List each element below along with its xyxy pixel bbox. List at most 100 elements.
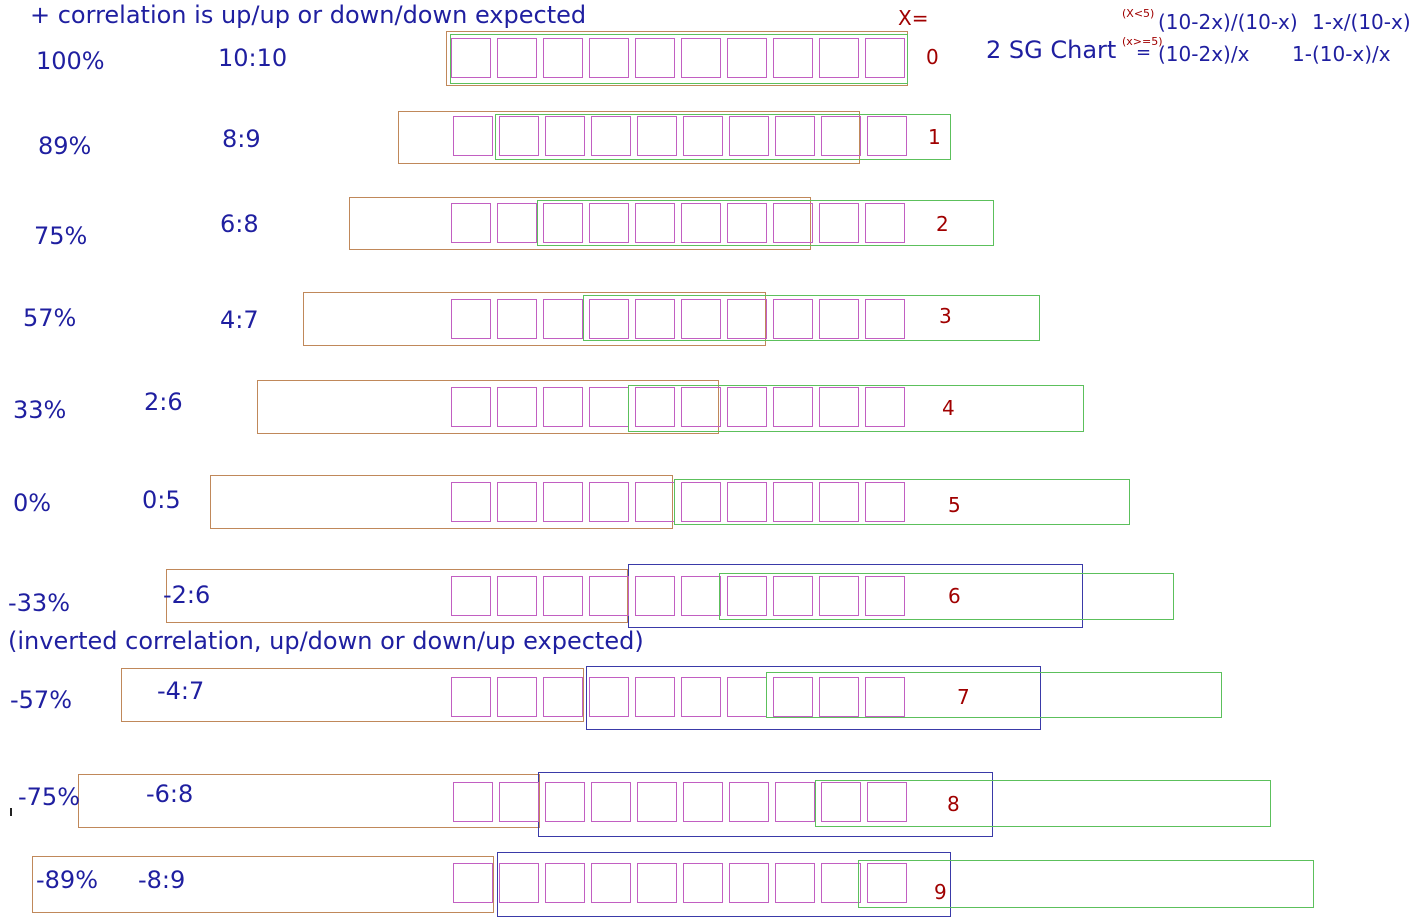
square-cell xyxy=(729,116,769,156)
square-cell xyxy=(727,38,767,78)
square-cell xyxy=(773,576,813,616)
square-cell xyxy=(683,863,723,903)
square-cell xyxy=(727,576,767,616)
square-cell xyxy=(773,677,813,717)
blue-range-box xyxy=(586,666,1041,730)
square-cell xyxy=(867,782,907,822)
square-cell xyxy=(591,782,631,822)
green-range-box xyxy=(495,114,951,160)
square-cell xyxy=(729,782,769,822)
green-range-box xyxy=(719,573,1174,620)
row-percentage: -33% xyxy=(8,589,71,617)
orange-range-box xyxy=(210,475,673,529)
square-cell xyxy=(865,387,905,427)
orange-range-box xyxy=(32,856,494,913)
row-ratio: 8:9 xyxy=(222,125,261,153)
orange-range-box xyxy=(257,380,719,434)
row-x-value: 0 xyxy=(926,45,939,69)
square-cell xyxy=(635,482,675,522)
square-cell xyxy=(635,38,675,78)
row-percentage: 75% xyxy=(34,222,88,250)
green-range-box xyxy=(815,780,1271,827)
row-ratio: -6:8 xyxy=(146,780,194,808)
green-range-box xyxy=(858,860,1314,908)
diagram-title: + correlation is up/up or down/down expe… xyxy=(30,1,587,29)
square-cell xyxy=(451,576,491,616)
formula-ge5-b: 1-(10-x)/x xyxy=(1292,42,1391,66)
green-range-box xyxy=(674,479,1130,525)
condition-lt5: (X<5) xyxy=(1122,7,1155,20)
square-cell xyxy=(543,482,583,522)
row-ratio: -8:9 xyxy=(138,866,186,894)
square-cell xyxy=(545,116,585,156)
square-cell xyxy=(819,203,859,243)
square-cell xyxy=(589,299,629,339)
formula-ge5-a: (10-2x)/x xyxy=(1158,42,1250,66)
row-ratio: -4:7 xyxy=(157,677,205,705)
square-cell xyxy=(499,782,539,822)
square-cell xyxy=(821,782,861,822)
square-cell xyxy=(545,863,585,903)
square-cell xyxy=(821,863,861,903)
square-cell xyxy=(773,482,813,522)
row-percentage: -57% xyxy=(10,686,73,714)
square-cell xyxy=(453,116,493,156)
square-cell xyxy=(451,677,491,717)
square-cell xyxy=(681,677,721,717)
row-percentage: 57% xyxy=(23,304,77,332)
square-cell xyxy=(635,299,675,339)
row-percentage: -75% xyxy=(18,783,81,811)
square-cell xyxy=(821,116,861,156)
row-ratio: -2:6 xyxy=(163,581,211,609)
square-cell xyxy=(637,116,677,156)
square-cell xyxy=(773,387,813,427)
green-range-box xyxy=(450,34,908,84)
stray-tick-mark xyxy=(10,808,12,816)
x-label: X= xyxy=(898,6,929,30)
square-cell xyxy=(543,38,583,78)
square-cell xyxy=(727,299,767,339)
condition-ge5: (x>=5) xyxy=(1122,35,1163,48)
square-cell xyxy=(637,782,677,822)
square-cell xyxy=(453,782,493,822)
formula-lt5-b: 1-x/(10-x) xyxy=(1312,10,1411,34)
square-cell xyxy=(775,863,815,903)
square-cell xyxy=(451,38,491,78)
square-cell xyxy=(683,116,723,156)
row-percentage: 89% xyxy=(38,132,92,160)
row-x-value: 2 xyxy=(936,212,949,236)
square-cell xyxy=(681,576,721,616)
square-cell xyxy=(773,38,813,78)
square-cell xyxy=(497,203,537,243)
square-cell xyxy=(591,116,631,156)
square-cell xyxy=(681,387,721,427)
green-range-box xyxy=(583,295,1040,341)
square-cell xyxy=(591,863,631,903)
orange-range-box xyxy=(303,292,766,346)
row-x-value: 1 xyxy=(928,125,941,149)
square-cell xyxy=(497,482,537,522)
square-cell xyxy=(451,387,491,427)
square-cell xyxy=(543,299,583,339)
square-cell xyxy=(727,482,767,522)
row-ratio: 2:6 xyxy=(144,388,183,416)
green-range-box xyxy=(537,200,994,246)
orange-range-box xyxy=(121,668,584,722)
square-cell xyxy=(775,782,815,822)
square-cell xyxy=(497,387,537,427)
row-x-value: 6 xyxy=(948,584,961,608)
square-cell xyxy=(635,677,675,717)
inverted-correlation-note: (inverted correlation, up/down or down/u… xyxy=(8,627,644,655)
row-ratio: 10:10 xyxy=(218,44,288,72)
orange-range-box xyxy=(78,774,540,828)
row-ratio: 6:8 xyxy=(220,210,259,238)
orange-range-box xyxy=(398,111,860,164)
square-cell xyxy=(819,38,859,78)
square-cell xyxy=(635,203,675,243)
row-percentage: 0% xyxy=(13,489,52,517)
square-cell xyxy=(819,576,859,616)
square-cell xyxy=(865,38,905,78)
square-cell xyxy=(867,116,907,156)
row-x-value: 9 xyxy=(934,880,947,904)
